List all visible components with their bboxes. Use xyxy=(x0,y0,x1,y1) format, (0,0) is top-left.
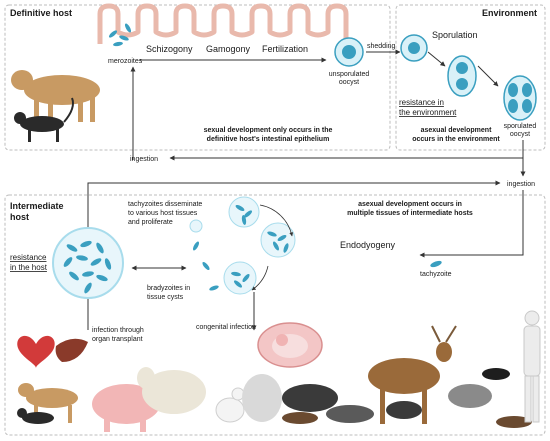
cat-icon xyxy=(14,97,74,142)
tachyzoite-clusters xyxy=(189,196,296,295)
intestinal-villi xyxy=(97,3,349,44)
deer-icon xyxy=(368,325,457,424)
raccoon-icon xyxy=(448,384,492,408)
bradyzoite-path xyxy=(87,180,501,228)
merozoites-label: merozoites xyxy=(108,58,143,65)
badger-icon xyxy=(282,384,338,412)
brady-note-line1: bradyzoites in xyxy=(147,285,190,292)
brady-note-line2: tissue cysts xyxy=(147,294,184,301)
resistance-environment-line2: the environment xyxy=(399,108,457,117)
intermediate-host-title-line1: Intermediate xyxy=(10,201,64,211)
environment-oocyst-icon xyxy=(400,34,428,62)
dog-icon xyxy=(242,374,282,422)
otter-icon xyxy=(496,416,532,428)
intermediate-host-title-line2: host xyxy=(10,212,29,222)
transplant-note-line1: infection through xyxy=(92,327,144,334)
monkey-icon xyxy=(386,401,422,419)
tachyzoite-icon xyxy=(430,260,442,268)
fetus-icon xyxy=(257,322,323,368)
proliferation-cycle-arrow xyxy=(251,265,269,291)
fertilization-label: Fertilization xyxy=(262,44,308,54)
asexual-env-note-line1: asexual development xyxy=(421,127,492,134)
endodyogeny-label: Endodyogeny xyxy=(340,240,396,250)
environment-title: Environment xyxy=(482,8,537,18)
human-icon xyxy=(523,310,541,423)
sporulated-label-line1: sporulated xyxy=(504,123,537,130)
asexual-int-note-line1: asexual development occurs in xyxy=(358,201,462,208)
definitive-host-title: Definitive host xyxy=(10,8,72,18)
shedding-label: shedding xyxy=(367,43,396,50)
ferret-icon xyxy=(282,412,318,424)
chicken-icon xyxy=(215,387,245,423)
tissue-cyst-icon xyxy=(52,227,124,299)
lynx-icon xyxy=(11,70,100,122)
sporulating-oocyst-icon xyxy=(447,55,477,97)
gamogony-label: Gamogony xyxy=(206,44,251,54)
transplant-note-line2: organ transplant xyxy=(92,336,143,343)
unsporulated-oocyst-icon xyxy=(334,37,364,67)
seal-icon xyxy=(326,405,374,423)
resistance-host-line1: resistance xyxy=(10,253,47,262)
resistance-host-line2: in the host xyxy=(10,263,48,272)
tachyzoite-path xyxy=(419,190,524,258)
lynx-icon-bottom xyxy=(18,383,78,423)
ingestion-label-left: ingestion xyxy=(130,156,158,163)
sporulated-arrow xyxy=(477,65,499,87)
congenital-label: congenital infection xyxy=(196,324,256,331)
dissemination-cycle-arrow xyxy=(259,204,294,237)
asexual-env-note-line2: occurs in the environment xyxy=(412,136,500,143)
tachy-note-line3: and proliferate xyxy=(128,219,173,226)
unsporulated-label-line1: unsporulated xyxy=(329,71,370,78)
liver-icon xyxy=(55,338,88,362)
sexual-note-line1: sexual development only occurs in the xyxy=(204,127,333,134)
heart-icon xyxy=(17,335,55,368)
cat-icon-bottom xyxy=(17,408,54,424)
sheep-icon xyxy=(137,367,206,414)
schizogony-label: Schizogony xyxy=(146,44,193,54)
asexual-int-note-line2: multiple tissues of intermediate hosts xyxy=(347,210,473,217)
unsporulated-label-line2: oocyst xyxy=(339,79,359,86)
sporulation-label: Sporulation xyxy=(432,30,478,40)
tachy-note-line1: tachyzoites disseminate xyxy=(128,201,202,208)
merozoites-icon xyxy=(108,23,132,47)
ingestion-label-right: ingestion xyxy=(507,181,535,188)
tachyzoite-label: tachyzoite xyxy=(420,271,452,278)
sporulation-arrow xyxy=(427,51,446,67)
sporulated-oocyst-icon xyxy=(503,75,537,121)
tachy-note-line2: to various host tissues xyxy=(128,210,198,217)
crow-icon xyxy=(482,368,510,380)
resistance-environment-line1: resistance in xyxy=(399,98,444,107)
sporulated-label-line2: oocyst xyxy=(510,131,530,138)
sexual-note-line2: definitive host's intestinal epithelium xyxy=(207,136,330,143)
